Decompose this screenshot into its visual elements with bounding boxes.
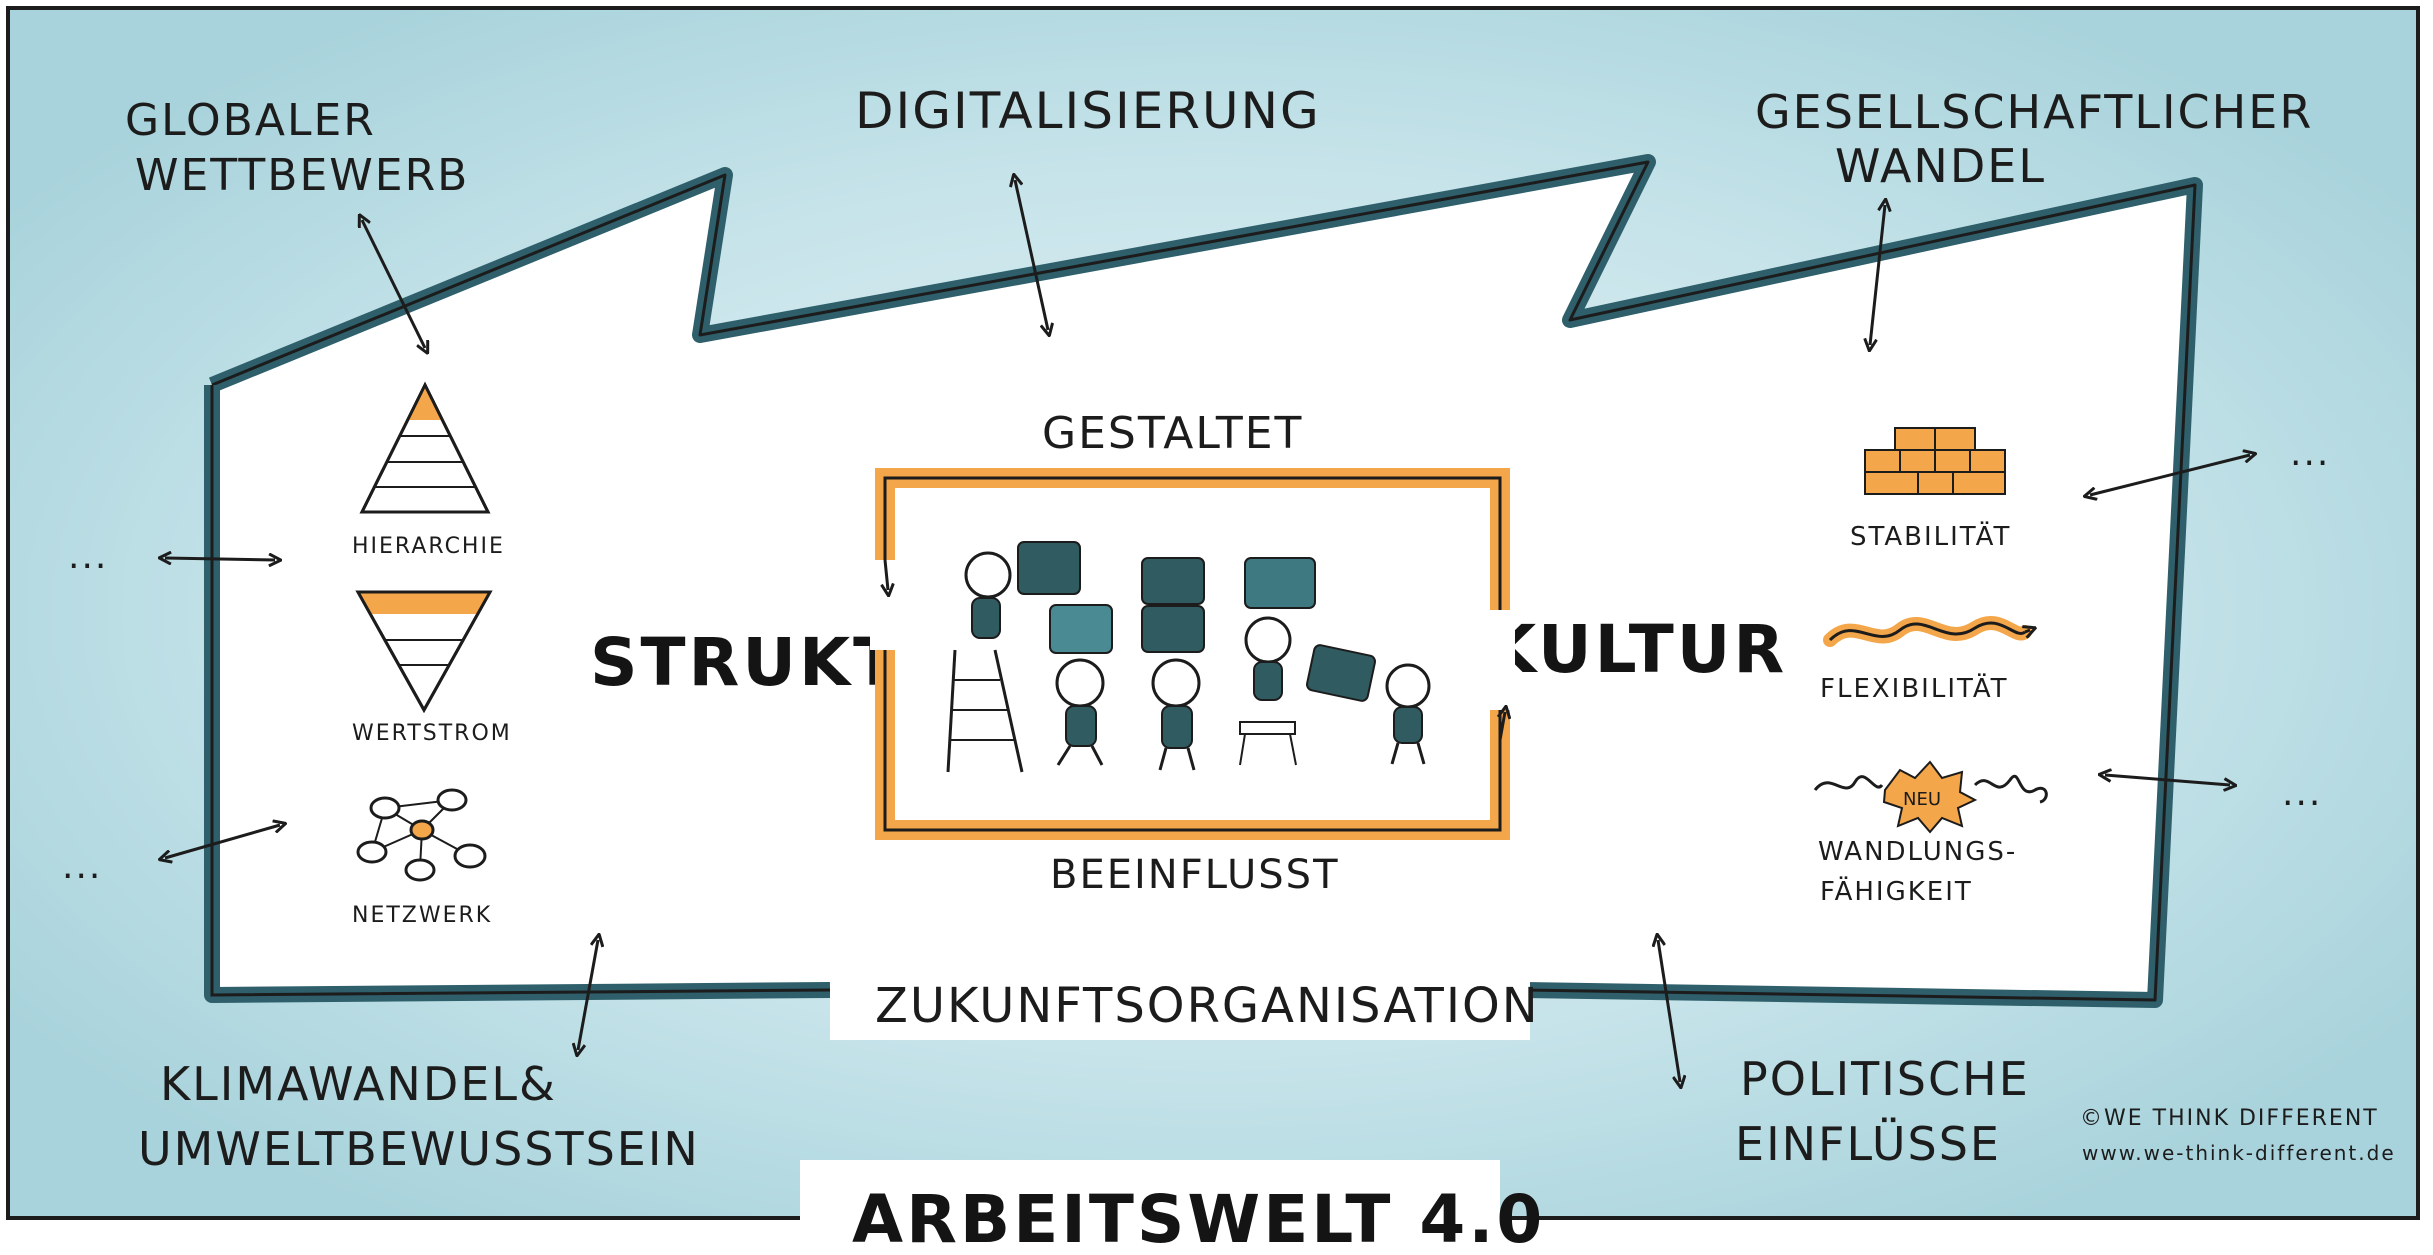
title-strip (800, 1160, 1500, 1255)
wave-arrow-icon (1823, 616, 2030, 647)
value-stream-label: WERTSTROM (352, 721, 512, 746)
arrow-right-lower (2105, 775, 2230, 785)
arrow-right-upper (2090, 455, 2250, 495)
influence-bottom-right-line1: POLITISCHE (1740, 1052, 2030, 1106)
brick-wall-icon (1864, 427, 2006, 495)
center-frame (875, 468, 1510, 840)
influence-top-right-line2: WANDEL (1835, 139, 2046, 193)
page-title: ARBEITSWELT 4.0 (852, 1181, 1545, 1255)
factory-outline-ink (211, 160, 2197, 1002)
arrow-left-upper (165, 558, 275, 560)
pyramid-icon (359, 381, 491, 514)
new-badge-icon: NEU (1813, 760, 2048, 834)
influences-label: BEEINFLUSST (1050, 852, 1340, 898)
factory-label-backdrop (830, 960, 1530, 1040)
influence-top-left-line1: GLOBALER (125, 95, 376, 146)
center-frame-gap-right (1485, 610, 1515, 710)
influence-bottom-right-line2: EINFLÜSSE (1735, 1117, 2001, 1171)
changeability-label-line2: FÄHIGKEIT (1820, 875, 1973, 907)
arrow-top-left (362, 220, 425, 348)
arrow-bottom-left (578, 940, 598, 1050)
flexibility-label: FLEXIBILITÄT (1820, 672, 2009, 704)
copyright-line2: www.we-think-different.de (2082, 1141, 2396, 1165)
copyright-line1: ©WE THINK DIFFERENT (2080, 1106, 2379, 1131)
puzzle-team-illustration (946, 541, 1431, 773)
cycle-arrow-right (1500, 712, 1505, 741)
influence-bottom-left-line2: UMWELTBEWUSSTSEIN (138, 1122, 700, 1176)
ellipsis-left-lower: ... (62, 846, 102, 887)
ellipsis-left-upper: ... (68, 536, 108, 577)
arrow-bottom-right (1658, 940, 1680, 1082)
inverted-pyramid-icon (355, 590, 493, 714)
network-icon (356, 788, 487, 882)
arrow-left-lower (165, 825, 280, 858)
changeability-label-line1: WANDLUNGS- (1818, 837, 2017, 867)
factory-label: ZUKUNFTSORGANISATION (875, 978, 1540, 1034)
influence-top-left-line2: WETTBEWERB (135, 150, 469, 201)
ellipsis-right-lower: ... (2282, 773, 2322, 814)
culture-heading: KULTUR (1485, 611, 1787, 688)
ellipsis-right-upper: ... (2290, 433, 2330, 474)
hierarchy-label: HIERARCHIE (352, 534, 505, 559)
influence-top-right-line1: GESELLSCHAFTLICHER (1755, 85, 2313, 139)
arrow-top-right (1870, 205, 1885, 345)
factory-outline-left-ink (210, 385, 831, 997)
influence-bottom-left-line1: KLIMAWANDEL& (160, 1057, 557, 1111)
stability-label: STABILITÄT (1850, 520, 2011, 552)
new-badge-text: NEU (1903, 789, 1941, 810)
influence-top-center: DIGITALISIERUNG (855, 82, 1321, 140)
shapes-label: GESTALTET (1042, 408, 1303, 459)
arrow-top-center (1015, 180, 1048, 330)
network-label: NETZWERK (352, 903, 492, 928)
cycle-arrow-left (885, 559, 888, 590)
